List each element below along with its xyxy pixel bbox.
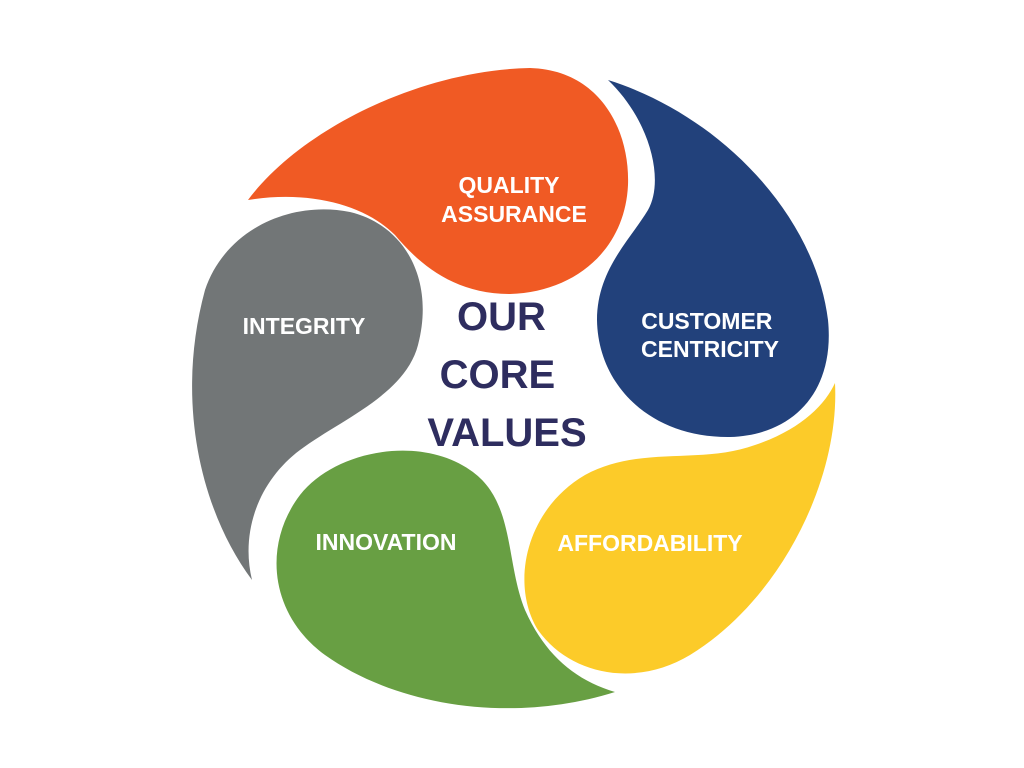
center-title: OUR CORE VALUES — [427, 295, 586, 455]
center-title-line-2: CORE — [440, 353, 556, 397]
label-customer-centricity: CUSTOMER CENTRICITY — [641, 308, 779, 362]
label-affordability-line-1: AFFORDABILITY — [557, 530, 742, 556]
petal-affordability — [524, 383, 836, 674]
label-integrity-line-1: INTEGRITY — [243, 313, 366, 339]
label-integrity: INTEGRITY — [243, 313, 366, 339]
label-quality-assurance-line-2: ASSURANCE — [441, 201, 587, 227]
petal-innovation — [276, 450, 615, 709]
label-quality-assurance-line-1: QUALITY — [459, 172, 560, 198]
label-innovation-line-1: INNOVATION — [316, 529, 457, 555]
label-innovation: INNOVATION — [316, 529, 457, 555]
label-quality-assurance: QUALITY ASSURANCE — [441, 172, 587, 227]
petal-quality-assurance — [248, 68, 629, 294]
petal-customer-centricity — [597, 80, 829, 438]
label-affordability: AFFORDABILITY — [557, 530, 742, 556]
label-customer-centricity-line-2: CENTRICITY — [641, 336, 779, 362]
petal-integrity — [192, 209, 423, 580]
center-title-line-3: VALUES — [427, 411, 586, 455]
center-title-line-1: OUR — [457, 295, 546, 339]
label-customer-centricity-line-1: CUSTOMER — [641, 308, 773, 334]
